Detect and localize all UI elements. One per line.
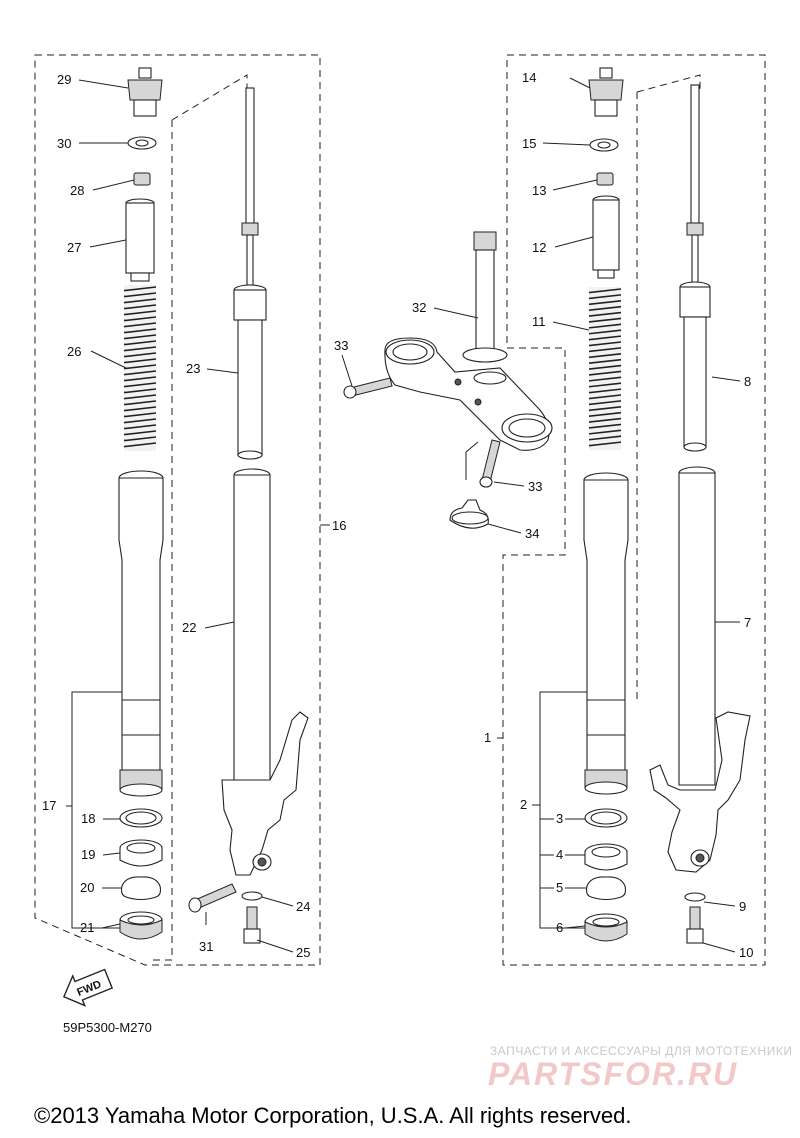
callout-7: 7 xyxy=(744,615,751,630)
left-fork-assembly-outline xyxy=(34,54,321,966)
oil-seal-left xyxy=(119,911,163,940)
callout-20: 20 xyxy=(80,880,94,895)
nut-left xyxy=(133,172,151,186)
clamp-bolt-lower xyxy=(479,439,501,488)
callout-30: 30 xyxy=(57,136,71,151)
inner-tube-right xyxy=(649,466,751,873)
washer-left xyxy=(127,136,157,150)
watermark-tagline: ЗАПЧАСТИ И АКСЕССУАРЫ ДЛЯ МОТОТЕХНИКИ xyxy=(490,1044,793,1058)
callout-3: 3 xyxy=(556,811,563,826)
callout-31: 31 xyxy=(199,939,213,954)
callout-18: 18 xyxy=(81,811,95,826)
callout-15: 15 xyxy=(522,136,536,151)
inner-tube-group-right-outline xyxy=(636,74,701,700)
oil-seal-right xyxy=(584,913,628,942)
retaining-clip-right xyxy=(585,876,627,901)
inner-tube-left xyxy=(221,468,309,876)
callout-6: 6 xyxy=(556,920,563,935)
cap-bolt-left xyxy=(127,67,163,117)
leader-lines xyxy=(66,77,741,953)
nut-right xyxy=(596,172,614,186)
callout-12: 12 xyxy=(532,240,546,255)
callout-29: 29 xyxy=(57,72,71,87)
callout-8: 8 xyxy=(744,374,751,389)
fork-spring-right xyxy=(588,287,622,450)
callout-5: 5 xyxy=(556,880,563,895)
inner-tube-group-left-outline xyxy=(150,74,248,961)
callout-34: 34 xyxy=(525,526,539,541)
forward-arrow-icon: FWD xyxy=(62,968,114,1007)
diagram-code: 59P5300-M270 xyxy=(63,1020,152,1035)
watermark-logo: PARTSFOR.RU xyxy=(488,1056,739,1092)
callout-23: 23 xyxy=(186,361,200,376)
callout-1: 1 xyxy=(484,730,491,745)
callout-14: 14 xyxy=(522,70,536,85)
callout-32: 32 xyxy=(412,300,426,315)
callout-19: 19 xyxy=(81,847,95,862)
cap-nut xyxy=(449,499,489,529)
pinch-bolt-left xyxy=(188,883,237,913)
copper-washer-left xyxy=(241,891,263,901)
callout-24: 24 xyxy=(296,899,310,914)
clamp-bolt-upper xyxy=(343,377,393,399)
callout-16: 16 xyxy=(332,518,346,533)
damper-rod-left xyxy=(233,87,267,460)
outer-tube-left xyxy=(118,470,164,797)
damper-rod-right xyxy=(679,84,711,452)
callout-4: 4 xyxy=(556,847,563,862)
callout-9: 9 xyxy=(739,899,746,914)
spacer-left xyxy=(125,198,155,282)
callout-11: 11 xyxy=(532,314,546,329)
lower-bracket xyxy=(384,231,553,451)
callout-27: 27 xyxy=(67,240,81,255)
callout-33-upper: 33 xyxy=(334,338,348,353)
copper-washer-right xyxy=(684,892,706,902)
spacer-right xyxy=(592,195,620,279)
right-fork-assembly-outline xyxy=(502,54,766,966)
callout-10: 10 xyxy=(739,945,753,960)
bottom-bolt-left xyxy=(243,906,261,944)
outer-tube-right xyxy=(583,472,629,795)
callout-2: 2 xyxy=(520,797,527,812)
callout-28: 28 xyxy=(70,183,84,198)
cap-bolt-right xyxy=(588,67,624,117)
slide-bushing-left xyxy=(119,839,163,867)
bottom-bolt-right xyxy=(686,906,704,944)
callout-26: 26 xyxy=(67,344,81,359)
callout-17: 17 xyxy=(42,798,56,813)
callout-13: 13 xyxy=(532,183,546,198)
washer-right xyxy=(589,138,619,152)
retaining-clip-left xyxy=(120,876,162,901)
slide-bushing-right xyxy=(584,843,628,871)
callout-33-lower: 33 xyxy=(528,479,542,494)
copyright-notice: ©2013 Yamaha Motor Corporation, U.S.A. A… xyxy=(34,1103,632,1128)
callout-22: 22 xyxy=(182,620,196,635)
fork-spring-left xyxy=(123,285,157,451)
callout-21: 21 xyxy=(80,920,94,935)
callout-25: 25 xyxy=(296,945,310,960)
